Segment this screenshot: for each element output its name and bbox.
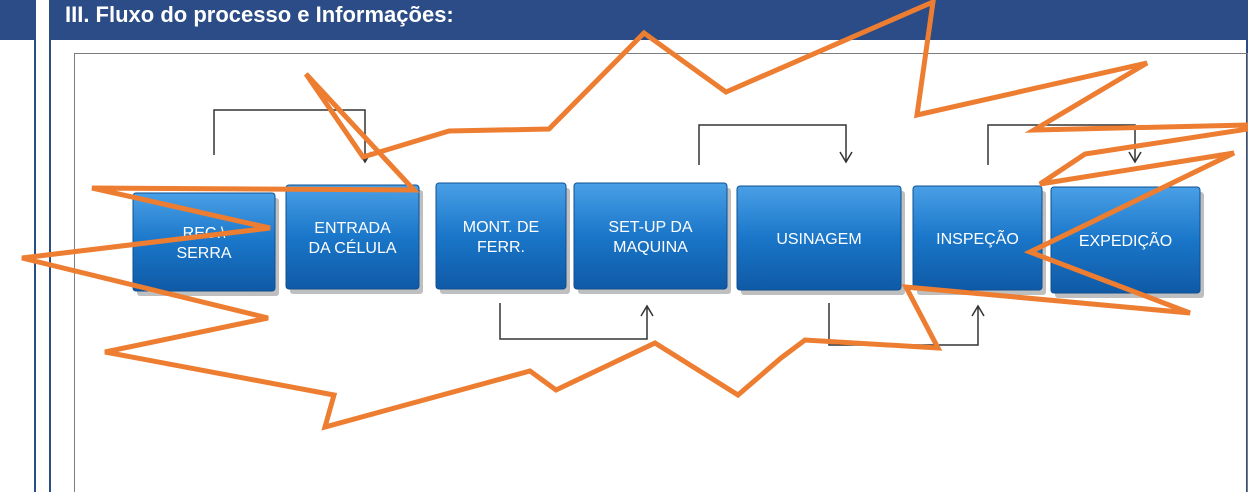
connector-top-2 — [698, 124, 853, 165]
left-panel — [0, 0, 36, 492]
step-label: SERRA — [176, 245, 231, 262]
step-box — [573, 182, 728, 290]
process-step-set-up-da-maquina: SET-UP DA MAQUINA — [573, 182, 731, 294]
step-label: MAQUINA — [613, 239, 688, 256]
process-step-mont-de-ferr: MONT. DE FERR. — [435, 182, 570, 294]
step-box — [435, 182, 567, 290]
process-step-inspecao: INSPEÇÃO — [912, 185, 1046, 295]
step-box — [736, 185, 902, 291]
connector-top-3 — [987, 124, 1142, 165]
connector-bottom-1 — [499, 303, 654, 340]
step-label: FERR. — [477, 239, 525, 256]
section-title: III. Fluxo do processo e Informações: — [65, 2, 454, 27]
process-step-usinagem: USINAGEM — [736, 185, 905, 295]
burst-overlay — [21, 0, 1248, 431]
step-label: SET-UP DA — [608, 219, 693, 236]
process-step-rec-serra: REC.\SERRA — [132, 192, 279, 296]
step-label: ENTRADA — [314, 220, 391, 237]
burst-shape — [21, 0, 1248, 431]
step-box — [132, 192, 276, 292]
step-box — [912, 185, 1043, 291]
process-step-expedicao: EXPEDIÇÃO — [1050, 186, 1204, 298]
step-label: INSPEÇÃO — [936, 228, 1019, 248]
step-label: MONT. DE — [463, 219, 539, 236]
step-box — [285, 184, 420, 290]
step-label: USINAGEM — [776, 231, 861, 248]
step-label: EXPEDIÇÃO — [1079, 230, 1172, 250]
connector-bottom-2 — [828, 303, 985, 346]
left-panel-header — [0, 0, 36, 40]
step-label: DA CÉLULA — [308, 238, 396, 257]
